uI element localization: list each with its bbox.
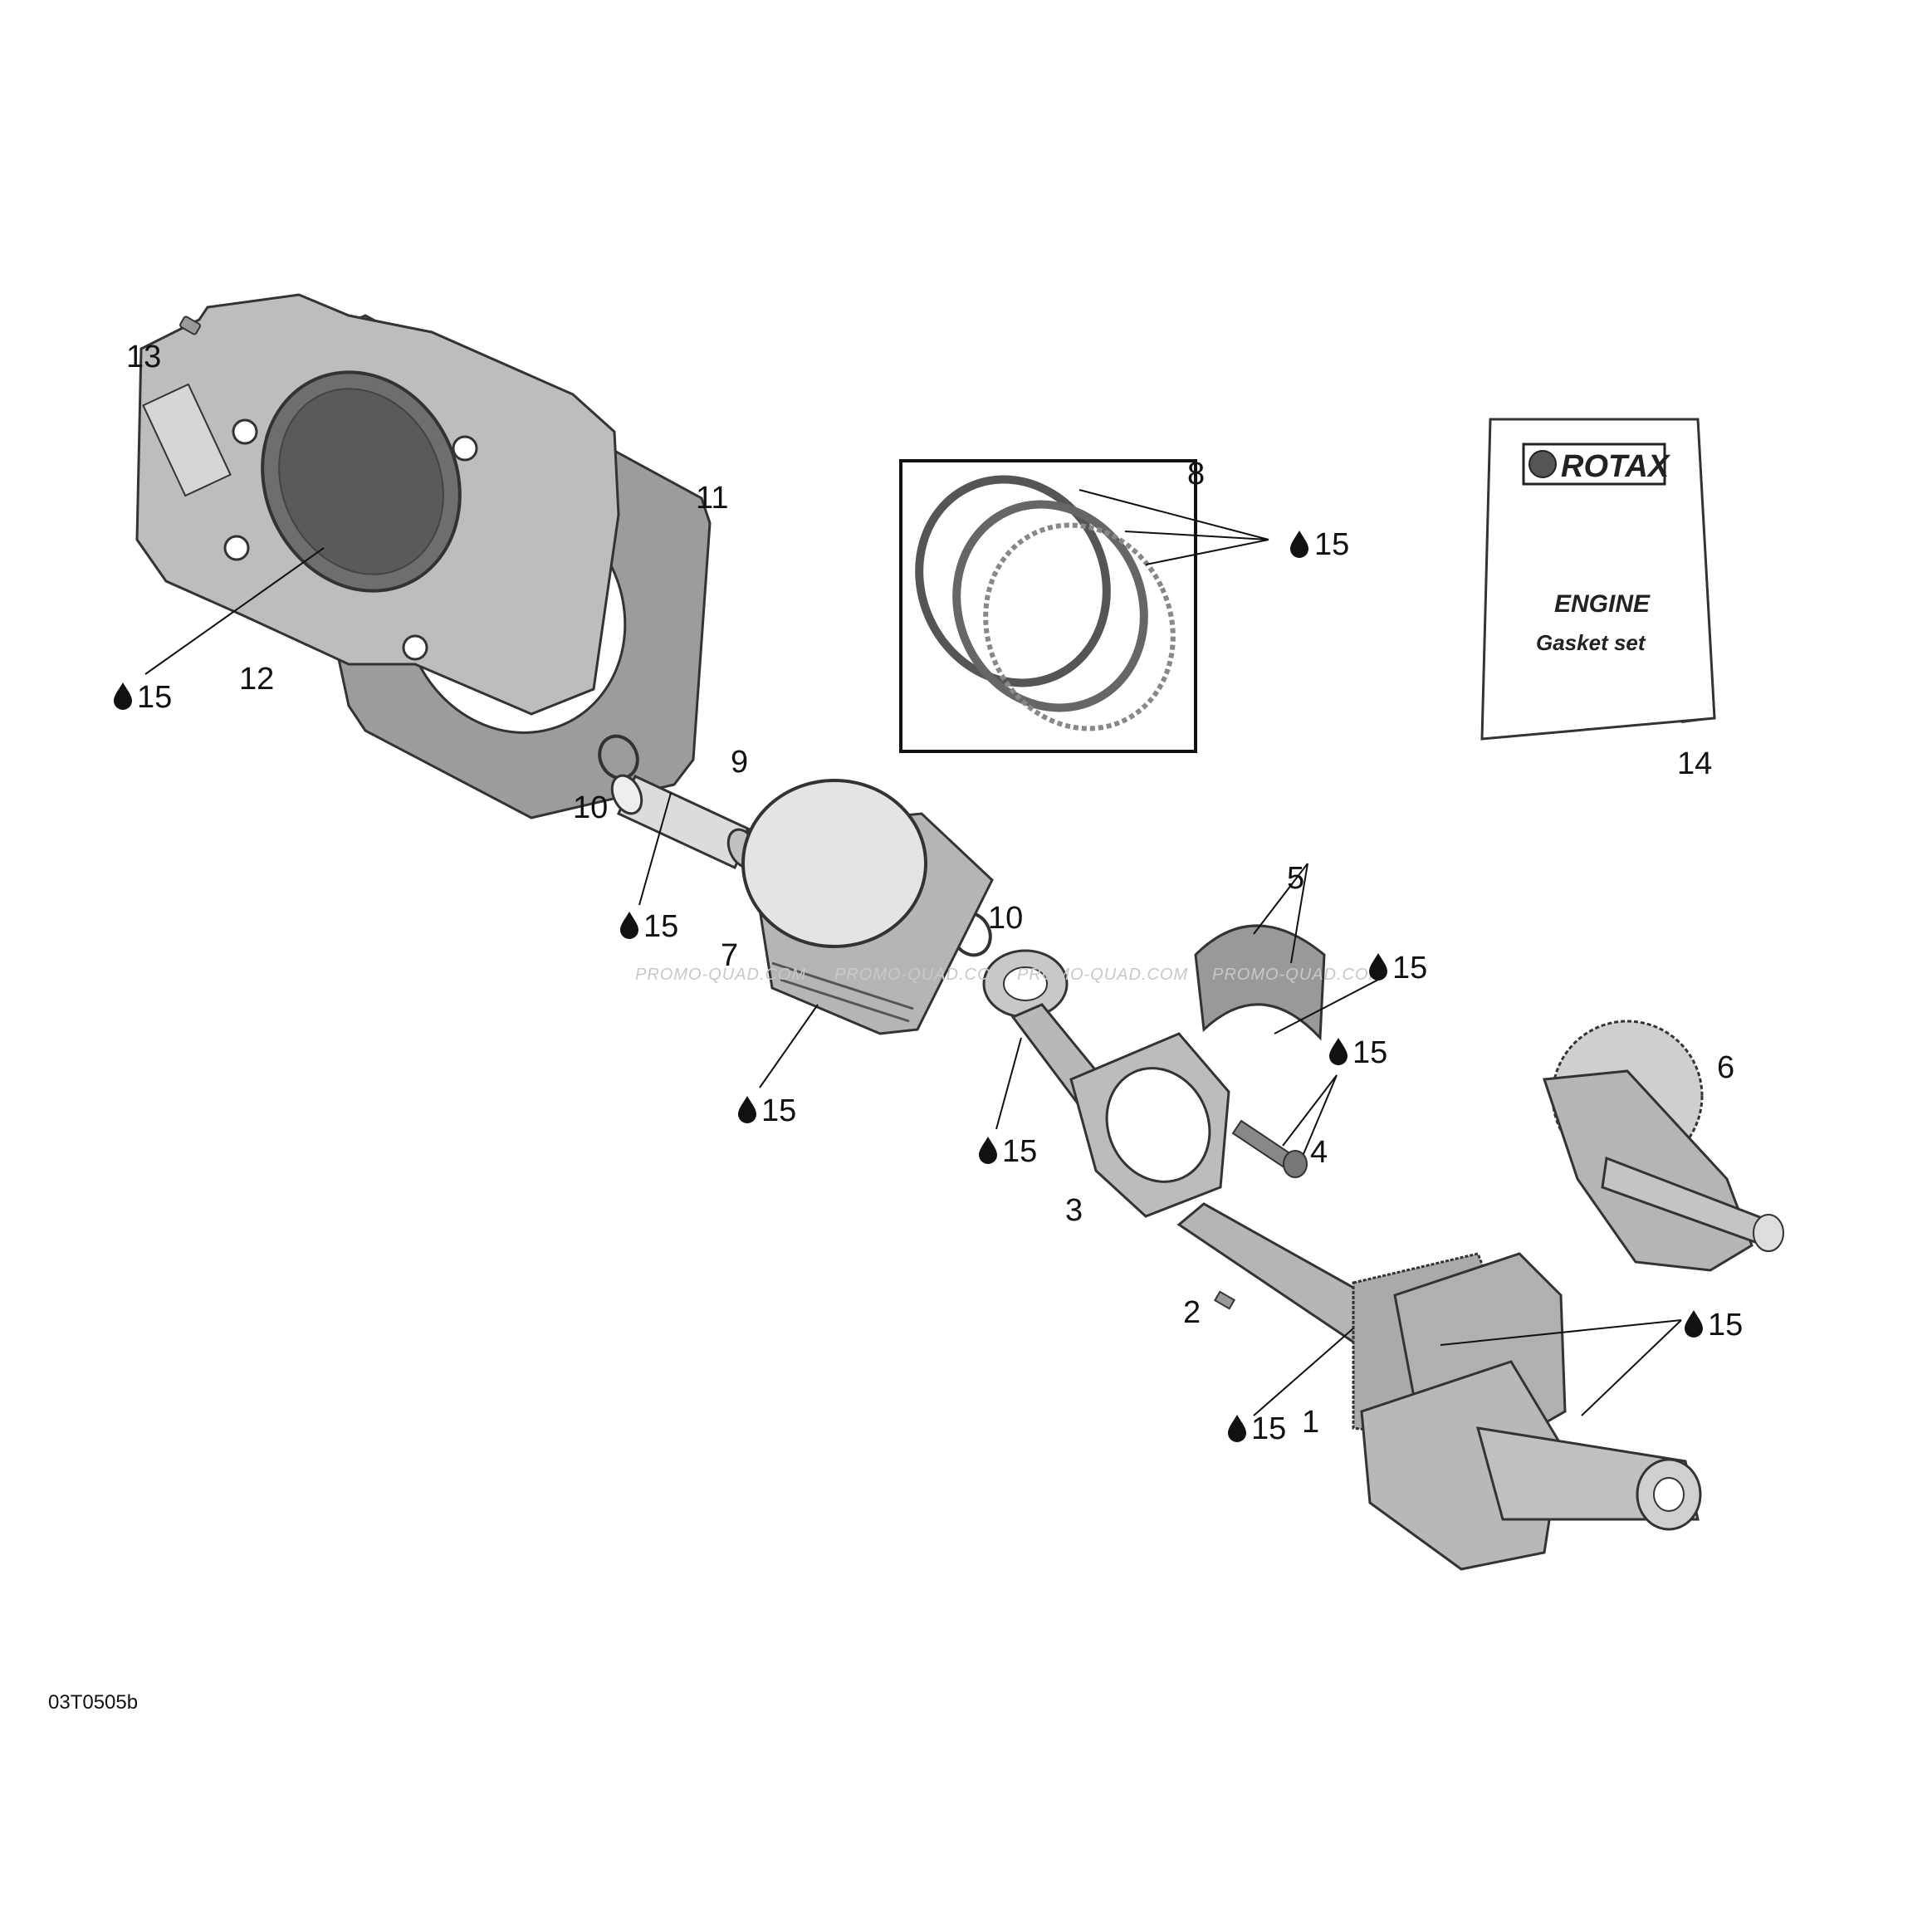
lube-callout-pin: 15 (620, 909, 678, 944)
callout-14: 14 (1677, 746, 1712, 781)
leader-lines (144, 489, 1682, 1416)
svg-text:15: 15 (1002, 1134, 1037, 1169)
callout-5: 5 (1287, 861, 1304, 896)
lube-callout-bolt: 15 (1329, 1035, 1387, 1070)
oil-drop-icon (1369, 953, 1387, 981)
oil-drop-icon (1685, 1310, 1703, 1338)
piston (741, 779, 994, 1035)
svg-text:15: 15 (1251, 1411, 1286, 1446)
svg-text:15: 15 (1314, 527, 1349, 562)
oil-drop-icon (1290, 531, 1308, 558)
svg-text:15: 15 (761, 1093, 796, 1128)
crankshaft (1176, 1202, 1702, 1571)
lube-callout-crank: 15 (1685, 1308, 1743, 1343)
oil-drop-icon (1329, 1038, 1348, 1065)
callout-3: 3 (1065, 1193, 1083, 1228)
dowel-pin-13 (179, 315, 201, 335)
connecting-rod (982, 949, 1230, 1218)
callout-7: 7 (721, 938, 738, 973)
svg-text:15: 15 (1352, 1035, 1387, 1070)
lube-callout-rod: 15 (979, 1134, 1037, 1169)
lube-callout-cylinder: 15 (114, 680, 172, 715)
lube-callout-rings: 15 (1290, 527, 1349, 562)
book-brand: ROTAX (1561, 449, 1671, 484)
svg-text:15: 15 (137, 680, 172, 715)
svg-text:15: 15 (1708, 1308, 1743, 1343)
callout-8: 8 (1187, 457, 1205, 492)
oil-drop-icon (738, 1096, 756, 1123)
callout-1: 1 (1302, 1405, 1319, 1440)
oil-drop-icon (1228, 1415, 1246, 1442)
woodruff-key (1213, 1290, 1236, 1310)
conrod-bolt (1231, 1119, 1308, 1178)
watermark: PROMO-QUAD.COM (834, 966, 1005, 984)
callout-11: 11 (696, 481, 728, 516)
callout-10: 10 (573, 790, 608, 825)
engine-gasket-set-book: ROTAX ENGINE Gasket set (1480, 418, 1716, 741)
lube-callout-gear: 15 (1228, 1411, 1286, 1446)
callout-6: 6 (1717, 1050, 1734, 1085)
piston-rings-box (899, 459, 1197, 753)
diagram-code: 03T0505b (48, 1691, 138, 1714)
lube-callout-piston: 15 (738, 1093, 796, 1128)
cylinder (135, 293, 620, 716)
callout-9: 9 (731, 745, 748, 780)
callout-10: 10 (988, 901, 1023, 936)
callout-2: 2 (1183, 1295, 1201, 1330)
lube-callout-bearing: 15 (1369, 951, 1427, 986)
watermark: PROMO-QUAD.COM (1212, 966, 1383, 984)
svg-text:15: 15 (643, 909, 678, 944)
svg-text:15: 15 (1392, 951, 1427, 986)
watermark: PROMO-QUAD.COM (1017, 966, 1188, 984)
rotax-logo-icon (1528, 450, 1557, 478)
balance-shaft (1542, 1020, 1784, 1272)
callout-13: 13 (126, 340, 161, 374)
oil-drop-icon (979, 1137, 997, 1164)
book-subtitle: Gasket set (1536, 630, 1646, 655)
callout-4: 4 (1310, 1135, 1328, 1170)
callout-12: 12 (239, 662, 274, 697)
watermark: PROMO-QUAD.COM (635, 966, 806, 984)
book-title: ENGINE (1554, 590, 1651, 618)
piston-pin (610, 774, 760, 870)
oil-drop-icon (114, 682, 132, 710)
oil-drop-icon (620, 912, 638, 939)
